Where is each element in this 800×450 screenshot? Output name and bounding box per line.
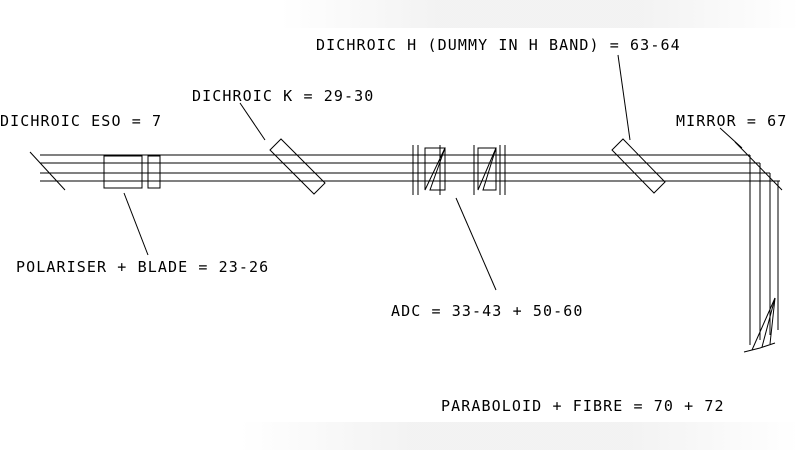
dichroic-h-label: DICHROIC H (DUMMY IN H BAND) = 63-64 [316, 36, 681, 54]
dichroic-k-element [269, 138, 326, 195]
dichroic-eso-element [29, 151, 66, 191]
paraboloid-fibre-label: PARABOLOID + FIBRE = 70 + 72 [441, 397, 725, 415]
polariser-blade-element [103, 155, 161, 189]
polariser-blade-label: POLARISER + BLADE = 23-26 [16, 258, 270, 276]
dichroic-k-label: DICHROIC K = 29-30 [192, 87, 375, 105]
mirror-element [734, 141, 783, 191]
adc-element [412, 145, 506, 195]
vertical-beam [749, 155, 779, 345]
mirror-label: MIRROR = 67 [676, 112, 788, 130]
paraboloid-fibre-element [743, 297, 776, 353]
main-beam [40, 154, 780, 182]
adc-label: ADC = 33-43 + 50-60 [391, 302, 584, 320]
dichroic-eso-label: DICHROIC ESO = 7 [0, 112, 163, 130]
dichroic-h-element [611, 138, 666, 194]
leader-lines [123, 54, 743, 291]
